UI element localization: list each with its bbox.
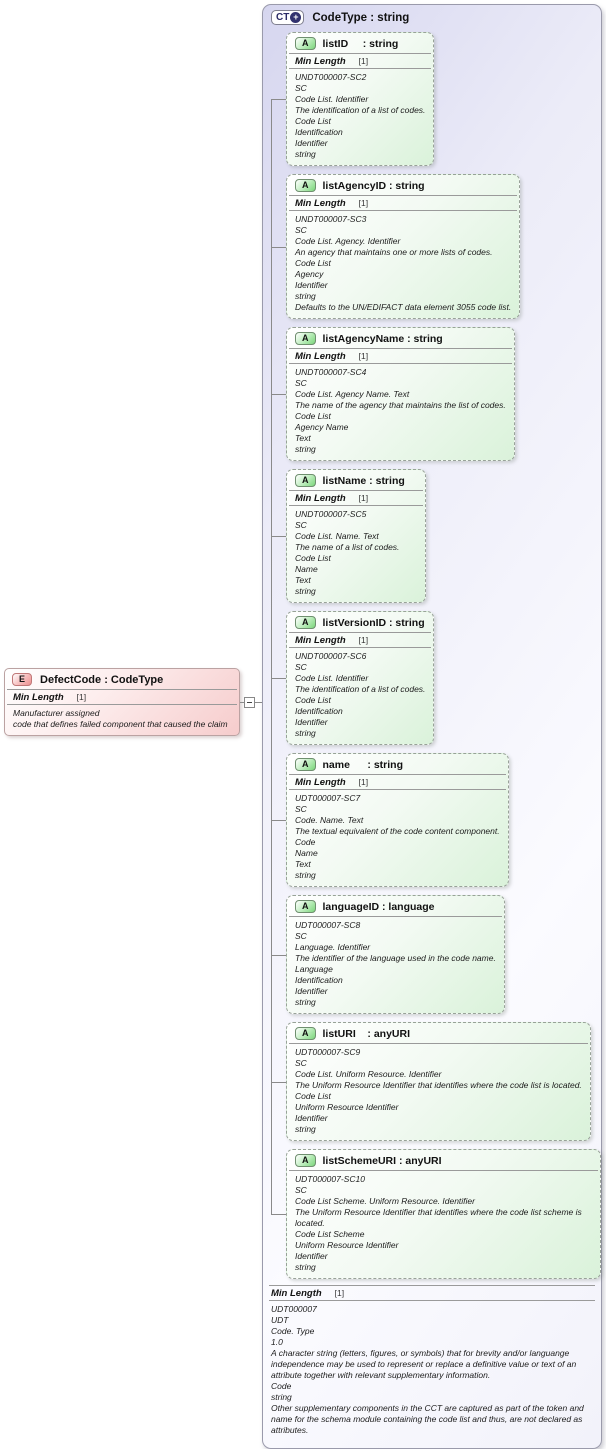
divider <box>7 689 237 690</box>
attribute-title: languageID : language <box>322 900 435 913</box>
attribute-annotation: UNDT000007-SC2 SC Code List. Identifier … <box>295 72 426 159</box>
attribute-icon: A <box>295 179 316 192</box>
collapse-icon[interactable] <box>244 697 255 708</box>
facet-label: Min Length <box>295 198 346 209</box>
attribute-icon: A <box>295 758 316 771</box>
divider <box>269 1285 595 1286</box>
facet-label: Min Length <box>295 493 346 504</box>
facet-label: Min Length <box>295 635 346 646</box>
attribute-icon: A <box>295 332 316 345</box>
facet-label: Min Length <box>271 1288 322 1299</box>
divider <box>289 1170 598 1171</box>
attribute-icon: A <box>295 900 316 913</box>
facet-label: Min Length <box>295 777 346 788</box>
divider <box>289 1043 588 1044</box>
facet-cardinality: [1] <box>358 635 369 645</box>
divider <box>289 916 502 917</box>
element-header: E DefectCode : CodeType <box>5 669 239 689</box>
element-title: DefectCode : CodeType <box>40 673 164 686</box>
complextype-facet: Min Length [1] <box>269 1286 595 1300</box>
attribute-title: listAgencyName : string <box>322 332 443 345</box>
ct-badge-label: CT <box>276 12 290 23</box>
facet-cardinality: [1] <box>358 777 369 787</box>
facet-cardinality: [1] <box>334 1288 345 1298</box>
attribute-title: name : string <box>322 758 404 771</box>
attribute-icon: A <box>295 37 316 50</box>
divider <box>289 789 506 790</box>
attribute-icon: A <box>295 1154 316 1167</box>
divider <box>289 348 512 349</box>
attribute-icon: A <box>295 474 316 487</box>
attribute-title: listURI : anyURI <box>322 1027 411 1040</box>
complextype-annotation: UDT000007 UDT Code. Type 1.0 A character… <box>271 1304 584 1435</box>
attribute-icon: A <box>295 616 316 629</box>
element-defectcode[interactable]: E DefectCode : CodeType Min Length [1] M… <box>4 668 240 736</box>
divider <box>269 1300 595 1301</box>
element-facet: Min Length [1] <box>5 690 239 704</box>
attribute-title: listName : string <box>322 474 405 487</box>
divider <box>289 490 423 491</box>
attribute-annotation: UDT000007-SC8 SC Language. Identifier Th… <box>295 920 496 1007</box>
facet-label: Min Length <box>295 351 346 362</box>
element-icon: E <box>12 673 33 686</box>
attribute-annotation: UNDT000007-SC6 SC Code List. Identifier … <box>295 651 426 738</box>
attribute-annotation: UNDT000007-SC4 SC Code List. Agency Name… <box>295 367 506 454</box>
facet-cardinality: [1] <box>358 56 369 66</box>
attribute-title: listVersionID : string <box>322 616 425 629</box>
divider <box>289 53 432 54</box>
divider <box>289 774 506 775</box>
attribute-annotation: UDT000007-SC9 SC Code List. Uniform Reso… <box>295 1047 582 1134</box>
expand-icon[interactable]: + <box>290 12 302 23</box>
divider <box>289 505 423 506</box>
tree-connector <box>271 100 272 1215</box>
facet-label: Min Length <box>295 56 346 67</box>
divider <box>289 68 432 69</box>
divider <box>289 647 432 648</box>
attribute-title: listSchemeURI : anyURI <box>322 1154 442 1167</box>
complextype-icon[interactable]: CT+ <box>271 10 305 25</box>
attribute-annotation: UNDT000007-SC5 SC Code List. Name. Text … <box>295 509 400 596</box>
divider <box>289 363 512 364</box>
facet-cardinality: [1] <box>358 198 369 208</box>
divider <box>289 210 518 211</box>
facet-label: Min Length <box>13 692 64 703</box>
divider <box>7 704 237 705</box>
attribute-title: listID : string <box>322 37 399 50</box>
complextype-title: CodeType : string <box>312 11 410 24</box>
diagram-canvas: { "colors": { "complextype_fill": "#e6e6… <box>4 4 602 1449</box>
facet-cardinality: [1] <box>358 351 369 361</box>
attribute-annotation: UDT000007-SC7 SC Code. Name. Text The te… <box>295 793 500 880</box>
attribute-title: listAgencyID : string <box>322 179 425 192</box>
divider <box>289 632 432 633</box>
connector-line <box>240 702 273 703</box>
attribute-icon: A <box>295 1027 316 1040</box>
facet-cardinality: [1] <box>358 493 369 503</box>
facet-cardinality: [1] <box>76 692 87 702</box>
complextype-details: Min Length [1] UDT000007 UDT Code. Type … <box>269 1285 595 1448</box>
complextype-header: CT+ CodeType : string <box>263 5 601 28</box>
attribute-annotation: UNDT000007-SC3 SC Code List. Agency. Ide… <box>295 214 512 312</box>
attribute-annotation: UDT000007-SC10 SC Code List Scheme. Unif… <box>295 1174 582 1272</box>
divider <box>289 195 518 196</box>
element-annotation: Manufacturer assigned code that defines … <box>13 708 228 729</box>
